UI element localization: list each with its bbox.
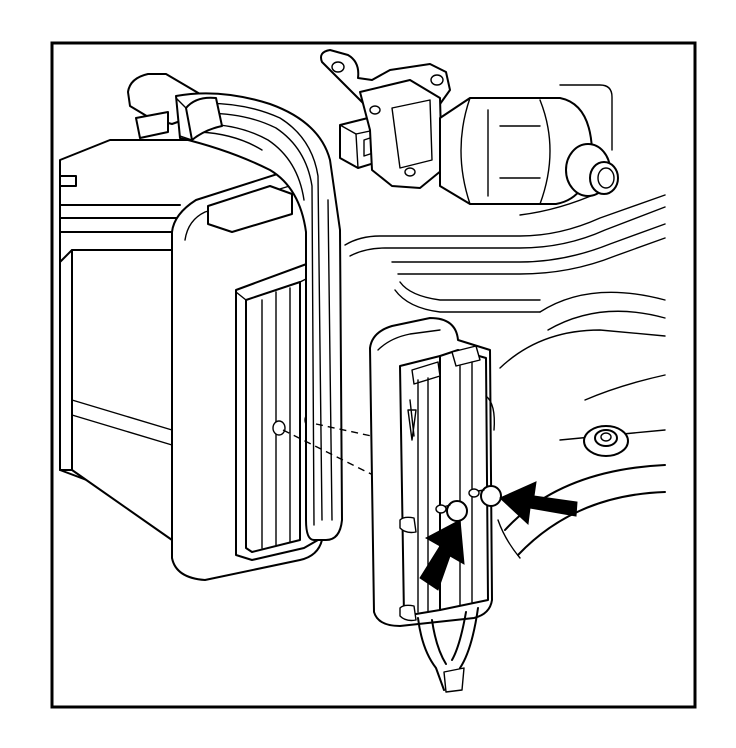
callout-arrow	[419, 519, 465, 591]
ecm-socket-connector	[235, 261, 319, 561]
mounting-stud	[583, 425, 629, 457]
alignment-line	[282, 429, 376, 477]
ecm-module	[59, 139, 323, 581]
callout-arrow	[499, 481, 578, 526]
idle-air-control-motor	[320, 49, 619, 205]
connector-bolt	[435, 500, 468, 522]
connector-bolt	[468, 485, 502, 507]
harness-lead	[417, 607, 479, 693]
wiring-harness	[127, 73, 343, 541]
body-panel	[344, 84, 666, 559]
